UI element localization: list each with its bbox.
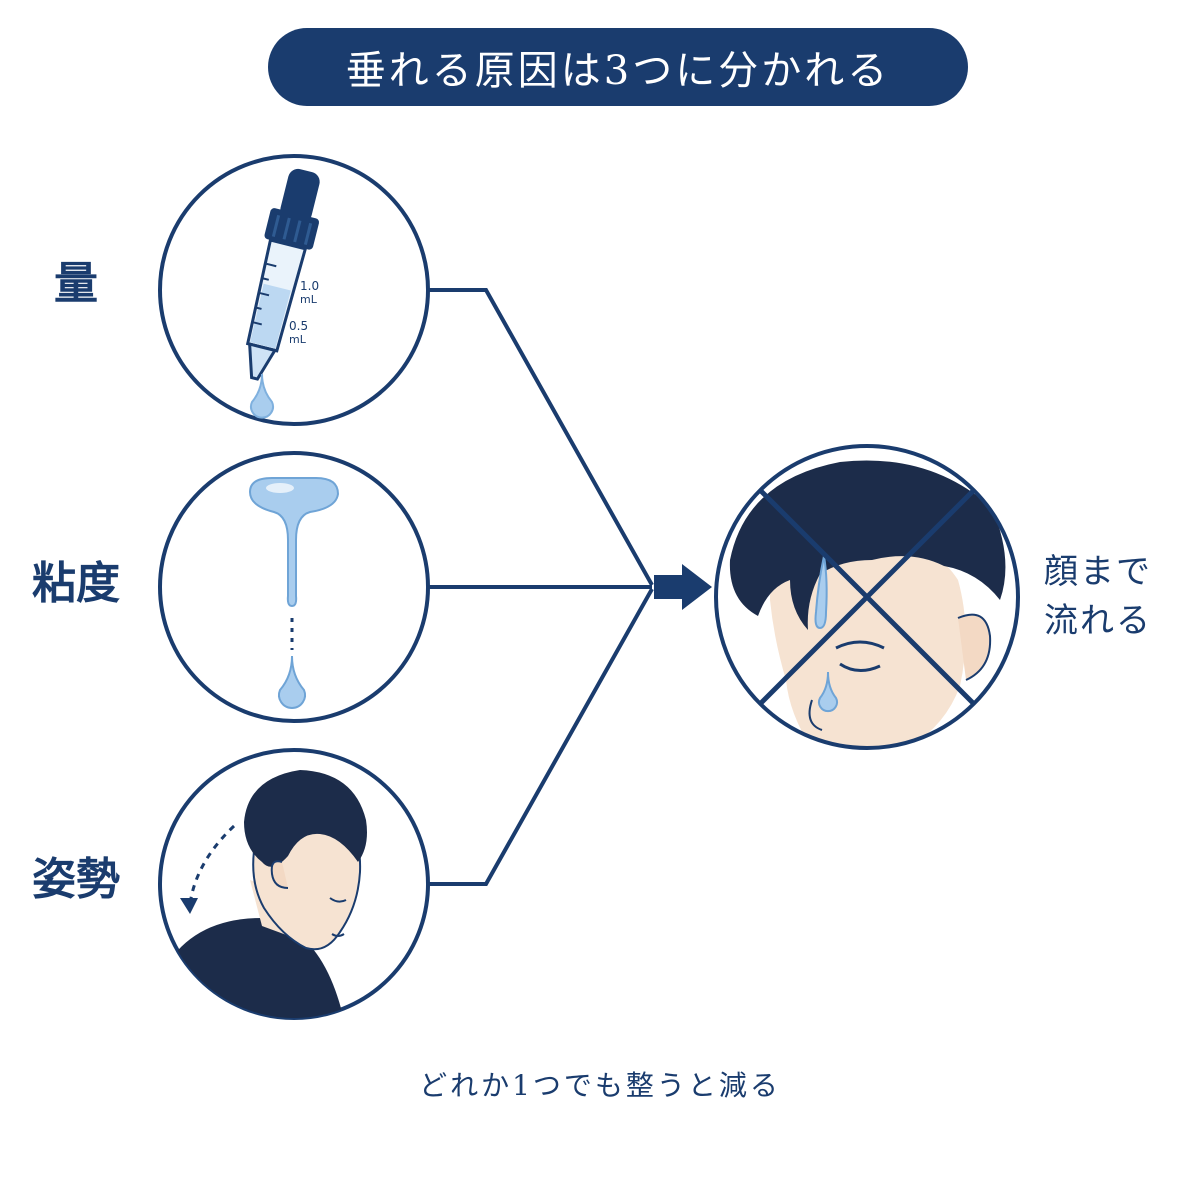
hair	[729, 460, 1006, 630]
forehead-drip	[814, 555, 828, 630]
cause-label-amount: 量	[54, 258, 98, 309]
tilt-arrow-icon	[188, 824, 236, 905]
result-panel	[714, 444, 1020, 750]
x-mark-icon	[758, 488, 976, 706]
viscosity-panel	[158, 451, 430, 723]
cause-label-viscosity: 粘度	[32, 558, 120, 609]
dropper-unit-2: mL	[289, 333, 307, 346]
posture-panel	[158, 748, 430, 1020]
connector-amount	[428, 288, 654, 586]
water-drop-icon	[250, 373, 274, 419]
dropper-mark-1: 1.0	[300, 279, 319, 293]
result-line-2: 流れる	[1044, 601, 1152, 642]
result-line-1: 顔まで	[1044, 552, 1152, 592]
cause-label-posture: 姿勢	[32, 854, 120, 905]
title-text: 垂れる原因は3つに分かれる	[345, 48, 891, 94]
dropper-unit-1: mL	[300, 293, 318, 306]
arrow-right-icon	[654, 564, 712, 610]
dropper-mark-2: 0.5	[289, 319, 308, 333]
title-banner: 垂れる原因は3つに分かれる	[268, 28, 968, 106]
connector-lines	[428, 288, 654, 886]
dropper-icon	[245, 168, 320, 381]
footer-caption: どれか1つでも整うと減る	[419, 1069, 781, 1102]
connector-posture	[428, 588, 654, 886]
result-label: 顔まで 流れる	[1044, 548, 1184, 647]
water-drop-icon	[278, 655, 306, 709]
hair	[244, 770, 367, 867]
dropper-panel: 1.0 mL 0.5 mL	[158, 154, 430, 426]
viscous-drip-icon	[248, 477, 340, 608]
water-drop-icon	[818, 671, 838, 713]
